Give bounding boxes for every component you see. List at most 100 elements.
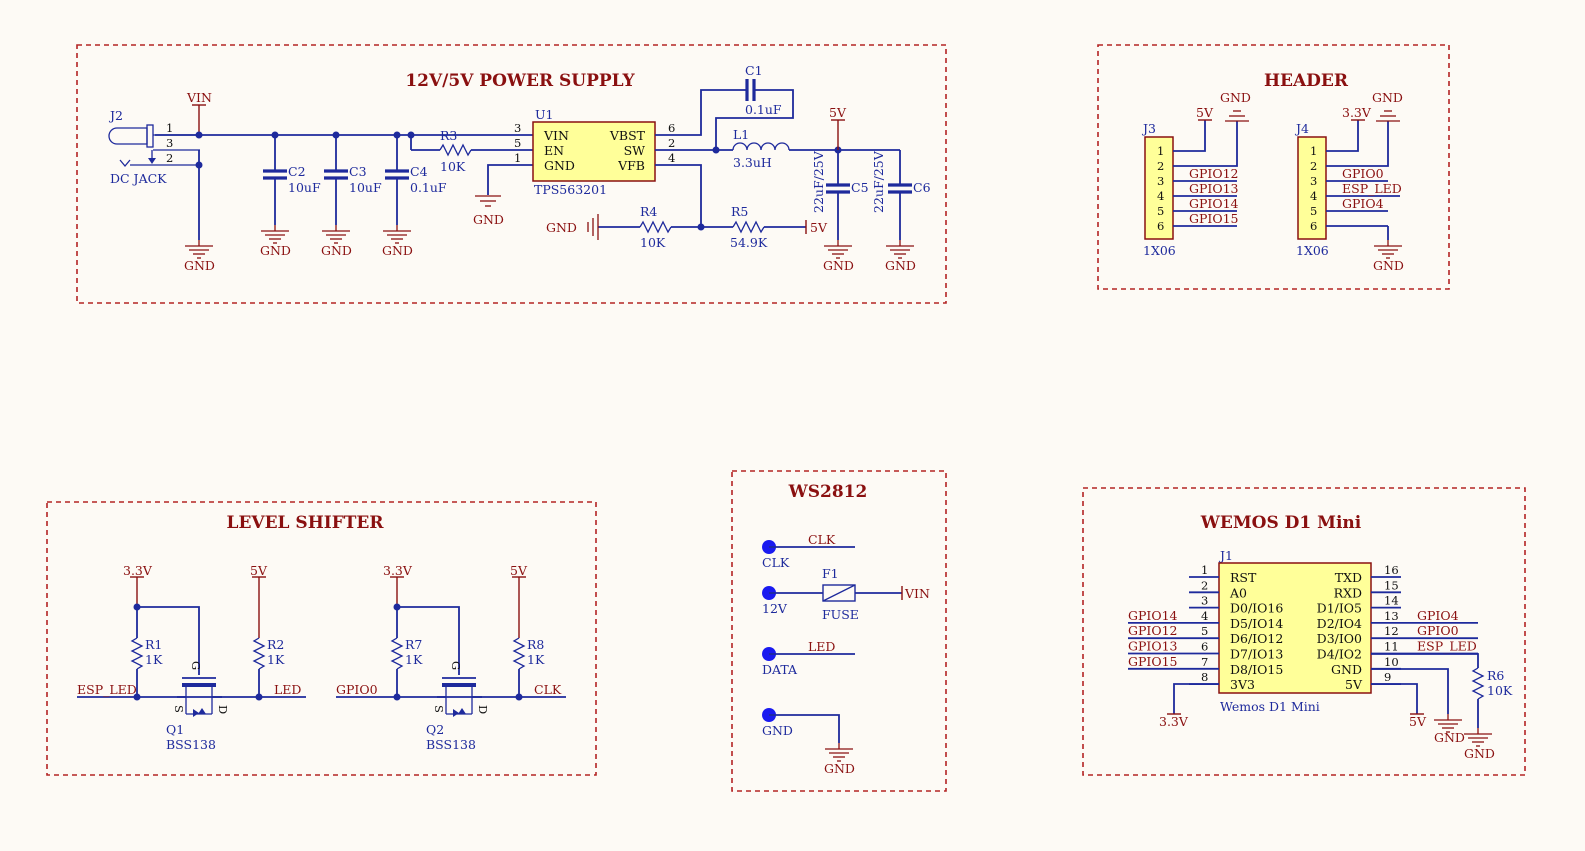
svg-text:A0: A0 xyxy=(1229,585,1247,600)
svg-text:GND: GND xyxy=(546,220,577,235)
inductor-l1: L1 3.3uH xyxy=(732,127,790,170)
svg-text:0.1uF: 0.1uF xyxy=(410,180,447,195)
wemos-frame xyxy=(1082,487,1526,776)
svg-text:GND: GND xyxy=(1373,258,1404,273)
svg-text:C1: C1 xyxy=(745,63,763,78)
svg-text:GPIO4: GPIO4 xyxy=(1417,608,1459,623)
capacitor-c5: C5 22uF/25V GND xyxy=(811,150,869,273)
capacitor-c6: C6 22uF/25V GND xyxy=(871,150,931,273)
capacitor-c4: C4 0.1uF GND xyxy=(382,131,447,258)
svg-text:GND: GND xyxy=(824,761,855,776)
level-shifter-section: LEVEL SHIFTER 3.3V R1 1K 5V R2 1K ESP_LE… xyxy=(46,501,597,776)
svg-text:3.3uH: 3.3uH xyxy=(733,155,772,170)
svg-text:22uF/25V: 22uF/25V xyxy=(811,150,826,213)
capacitor-c1: C1 0.1uF xyxy=(655,63,794,150)
svg-text:GPIO12: GPIO12 xyxy=(1128,623,1178,638)
svg-text:LED: LED xyxy=(274,682,301,697)
svg-text:L1: L1 xyxy=(733,127,749,142)
svg-text:5V: 5V xyxy=(510,563,528,578)
svg-text:Q1: Q1 xyxy=(166,722,184,737)
svg-text:LED: LED xyxy=(808,639,835,654)
svg-text:RXD: RXD xyxy=(1334,585,1362,600)
svg-text:GND: GND xyxy=(1331,662,1362,677)
svg-text:4: 4 xyxy=(1310,189,1317,203)
svg-text:GPIO0: GPIO0 xyxy=(1417,623,1459,638)
svg-text:2: 2 xyxy=(668,136,675,150)
svg-text:1K: 1K xyxy=(405,652,423,667)
svg-text:D7/IO13: D7/IO13 xyxy=(1230,647,1283,662)
svg-text:7: 7 xyxy=(1201,655,1208,669)
svg-text:GPIO13: GPIO13 xyxy=(1128,639,1178,654)
svg-text:1: 1 xyxy=(1310,144,1317,158)
svg-text:R1: R1 xyxy=(145,637,162,652)
svg-text:GPIO15: GPIO15 xyxy=(1128,654,1178,669)
svg-text:5V: 5V xyxy=(829,105,847,120)
svg-text:D0/IO16: D0/IO16 xyxy=(1230,601,1283,616)
svg-text:6: 6 xyxy=(1310,219,1317,233)
svg-text:12V: 12V xyxy=(762,601,788,616)
svg-text:0.1uF: 0.1uF xyxy=(745,102,782,117)
svg-text:1X06: 1X06 xyxy=(1143,243,1176,258)
svg-text:D8/IO15: D8/IO15 xyxy=(1230,662,1283,677)
svg-text:VFB: VFB xyxy=(617,158,645,173)
svg-text:U1: U1 xyxy=(535,107,554,122)
svg-text:GPIO4: GPIO4 xyxy=(1342,196,1384,211)
svg-text:VIN: VIN xyxy=(543,128,569,143)
svg-text:DATA: DATA xyxy=(762,662,798,677)
svg-text:1X06: 1X06 xyxy=(1296,243,1329,258)
svg-text:6: 6 xyxy=(1157,219,1164,233)
svg-text:TXD: TXD xyxy=(1335,570,1362,585)
svg-text:10K: 10K xyxy=(440,159,466,174)
capacitor-c3: C3 10uF GND xyxy=(321,131,382,258)
svg-text:GND: GND xyxy=(321,243,352,258)
svg-text:10uF: 10uF xyxy=(288,180,321,195)
svg-text:R7: R7 xyxy=(405,637,422,652)
mosfet-q1: G S D Q1 BSS138 xyxy=(166,661,230,752)
svg-text:4: 4 xyxy=(1157,189,1164,203)
svg-text:S: S xyxy=(172,705,186,713)
svg-text:1: 1 xyxy=(166,121,173,135)
svg-text:D: D xyxy=(476,705,490,714)
svg-text:D1/IO5: D1/IO5 xyxy=(1317,601,1362,616)
svg-text:3V3: 3V3 xyxy=(1230,677,1255,692)
resistor-r6: R6 10K xyxy=(1471,667,1513,700)
header-title: HEADER xyxy=(1264,71,1349,91)
svg-text:D: D xyxy=(216,705,230,714)
svg-text:C6: C6 xyxy=(913,180,931,195)
svg-text:2: 2 xyxy=(166,151,173,165)
j1-value: Wemos D1 Mini xyxy=(1220,699,1320,714)
svg-text:D3/IO0: D3/IO0 xyxy=(1317,631,1362,646)
svg-text:GND: GND xyxy=(1464,746,1495,761)
svg-text:3.3V: 3.3V xyxy=(1342,105,1372,120)
svg-text:4: 4 xyxy=(668,151,675,165)
svg-text:2: 2 xyxy=(1201,578,1208,592)
ws-data-pad: DATA LED xyxy=(762,639,855,677)
ws-12v-pad: VIN 12V F1 FUSE xyxy=(762,566,930,622)
svg-text:D4/IO2: D4/IO2 xyxy=(1317,647,1362,662)
svg-text:G: G xyxy=(449,661,463,670)
ws2812-frame xyxy=(731,470,947,792)
svg-text:R5: R5 xyxy=(731,204,748,219)
connector-j3: J3 1 2 3 4 5 6 1X06 5V GND GPIO12 GPIO13… xyxy=(1141,90,1251,258)
svg-text:1K: 1K xyxy=(267,652,285,667)
svg-text:R6: R6 xyxy=(1487,668,1504,683)
capacitor-c2: C2 10uF GND xyxy=(260,131,321,258)
ws-clk-pad: CLK CLK xyxy=(762,532,855,570)
power-supply-frame xyxy=(76,44,947,304)
svg-text:VIN: VIN xyxy=(904,586,930,601)
svg-text:GND: GND xyxy=(260,243,291,258)
ic-u1-tps563201: U1 3 5 1 VIN EN GND VBST SW VFB 6 2 4 TP… xyxy=(514,107,675,197)
svg-text:8: 8 xyxy=(1201,670,1208,684)
svg-text:GPIO12: GPIO12 xyxy=(1189,166,1239,181)
svg-text:VBST: VBST xyxy=(609,128,646,143)
svg-text:3.3V: 3.3V xyxy=(1159,714,1189,729)
j2-name: DC JACK xyxy=(110,171,167,186)
resistor-r4: R4 10K xyxy=(639,204,672,250)
svg-text:11: 11 xyxy=(1384,640,1399,654)
mosfet-q2: G S D Q2 BSS138 xyxy=(426,661,490,752)
svg-text:4: 4 xyxy=(1201,609,1208,623)
